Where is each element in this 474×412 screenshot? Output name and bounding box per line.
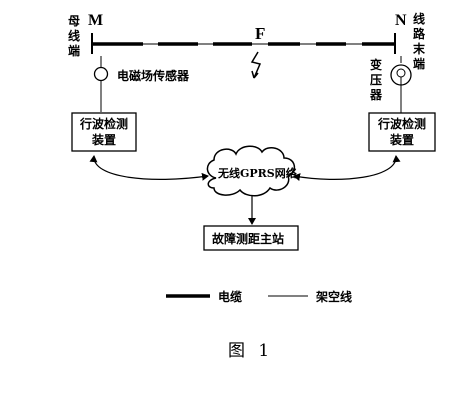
transformer-inner-coil bbox=[396, 68, 406, 78]
line-end-label: 线路末端 bbox=[412, 12, 425, 71]
em-sensor-label: 电磁场传感器 bbox=[117, 69, 190, 83]
figure-caption: 图 1 bbox=[228, 341, 274, 361]
left-detector-to-cloud-arrow bbox=[89, 155, 209, 181]
master-station-label: 故障测距主站 bbox=[212, 232, 285, 246]
fault-point-label: F bbox=[255, 24, 266, 43]
em-sensor-icon bbox=[93, 66, 109, 82]
right-detector-label: 行波检测装置 bbox=[377, 117, 426, 147]
transformer-label: 变压器 bbox=[369, 58, 382, 102]
left-detector-box bbox=[71, 112, 137, 152]
legend-overhead-label: 架空线 bbox=[316, 290, 353, 304]
node-m-label: M bbox=[88, 12, 104, 29]
left-detector-label: 行波检测装置 bbox=[79, 117, 128, 147]
node-n-label: N bbox=[395, 12, 407, 29]
master-station-box bbox=[203, 225, 299, 251]
legend-cable-label: 电缆 bbox=[218, 290, 243, 304]
fault-lightning-icon bbox=[250, 51, 262, 79]
right-detector-to-cloud-arrow bbox=[293, 155, 401, 181]
right-detector-box bbox=[368, 112, 436, 152]
bus-end-label: 母线端 bbox=[67, 14, 80, 58]
gprs-network-label: 无线GPRS网络 bbox=[218, 167, 297, 180]
